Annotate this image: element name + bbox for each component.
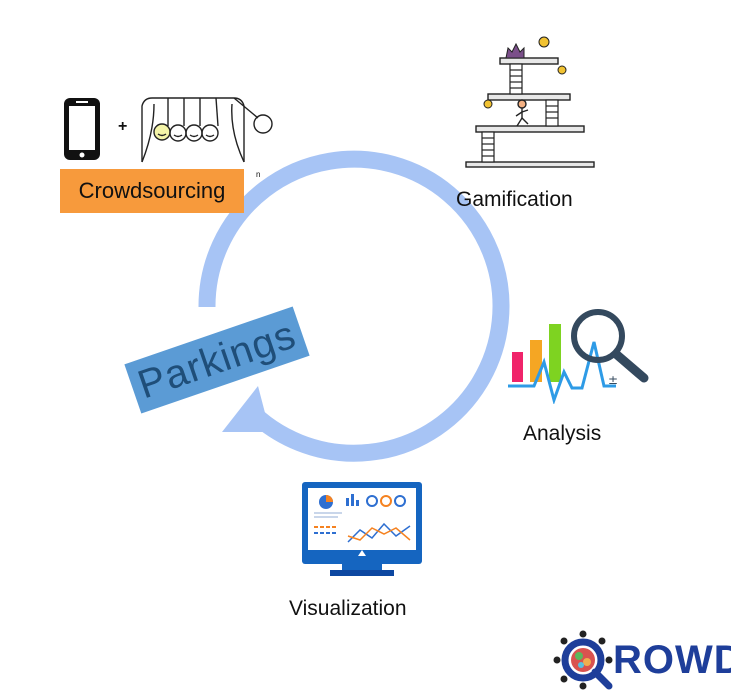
dashboard-monitor-icon <box>302 482 422 576</box>
crowdsourcing-label: Crowdsourcing <box>78 178 226 203</box>
qrowd-logo: ROWD <box>553 630 731 690</box>
svg-text:±: ± <box>608 373 618 387</box>
analysis-label: Analysis <box>523 422 602 445</box>
gamification-label: Gamification <box>456 188 573 211</box>
qrowd-logo-text: ROWD <box>613 637 731 682</box>
cycle-arrowhead <box>222 386 270 432</box>
qrowd-logo-icon <box>553 630 613 690</box>
smartphone-icon <box>64 98 100 160</box>
cycle-arc <box>198 150 510 462</box>
analytics-magnifier-icon: ± <box>508 309 649 404</box>
tiny-mark: n <box>256 170 261 179</box>
plus-sign: + <box>118 118 128 135</box>
crowdsourcing-box: Crowdsourcing <box>60 169 244 213</box>
visualization-label: Visualization <box>289 597 407 620</box>
platform-game-icon <box>465 36 595 168</box>
newtons-cradle-icon <box>141 97 273 163</box>
crowdsourcing-illustration <box>64 97 273 163</box>
